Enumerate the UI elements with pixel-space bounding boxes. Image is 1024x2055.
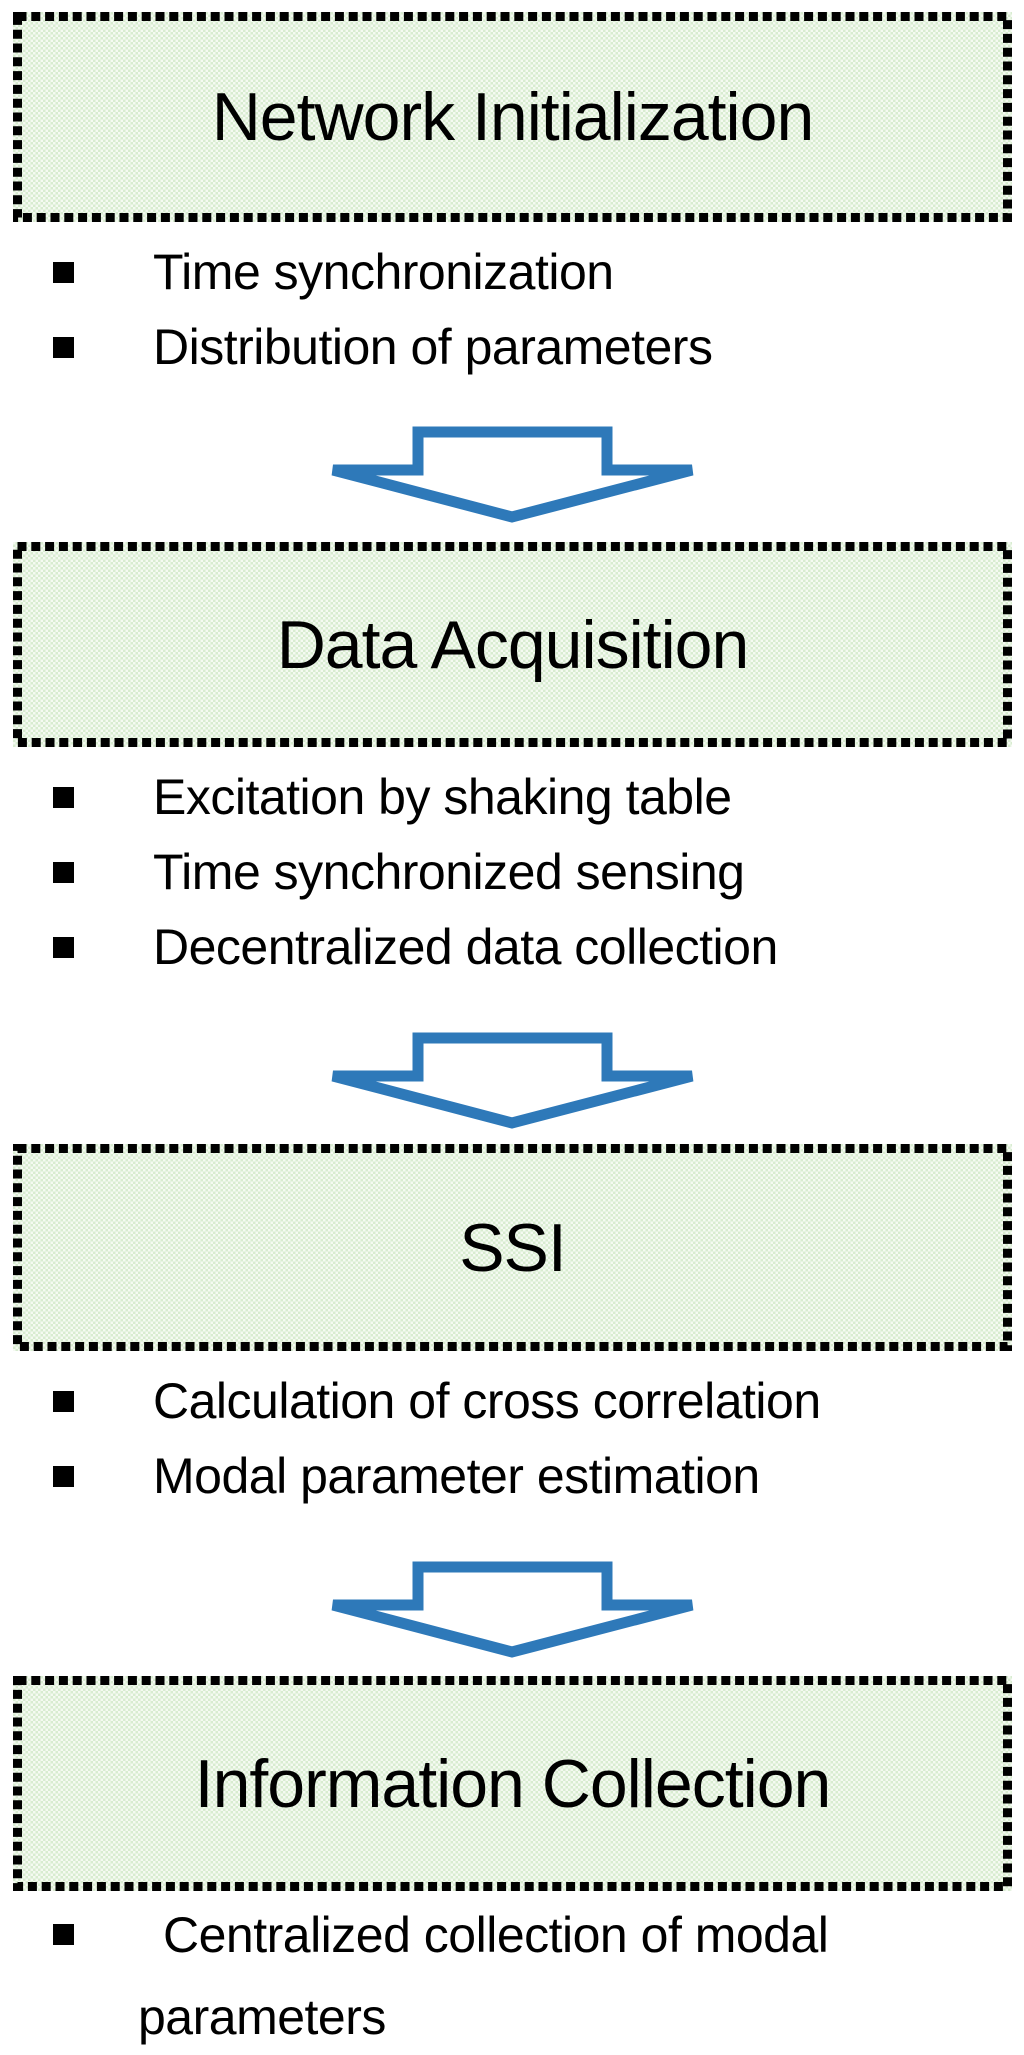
bullet-text: Distribution of parameters bbox=[153, 319, 713, 375]
bullet-item: Time synchronized sensing bbox=[0, 835, 1010, 910]
bullet-text: Centralized collection of modal paramete… bbox=[138, 1907, 829, 2045]
bullet-square-icon bbox=[53, 862, 74, 883]
bullet-list-stage-3: Calculation of cross correlation Modal p… bbox=[0, 1364, 1010, 1514]
bullet-square-icon bbox=[53, 1391, 74, 1412]
bullet-item: Calculation of cross correlation bbox=[0, 1364, 1010, 1439]
stage-title: Data Acquisition bbox=[276, 606, 750, 683]
bullet-list-stage-4: Centralized collection of modal paramete… bbox=[0, 1894, 1010, 2055]
stage-box-network-initialization: Network Initialization bbox=[13, 12, 1012, 222]
bullet-square-icon bbox=[53, 337, 74, 358]
bullet-square-icon bbox=[53, 1466, 74, 1487]
bullet-text: Time synchronization bbox=[153, 244, 614, 300]
bullet-text: Decentralized data collection bbox=[153, 919, 778, 975]
stage-box-information-collection: Information Collection bbox=[13, 1676, 1012, 1891]
bullet-square-icon bbox=[53, 937, 74, 958]
stage-box-data-acquisition: Data Acquisition bbox=[13, 542, 1012, 747]
bullet-text: Calculation of cross correlation bbox=[153, 1373, 821, 1429]
bullet-item: Decentralized data collection bbox=[0, 910, 1010, 985]
bullet-item: Excitation by shaking table bbox=[0, 760, 1010, 835]
bullet-list-stage-2: Excitation by shaking table Time synchro… bbox=[0, 760, 1010, 985]
down-arrow-icon bbox=[331, 1561, 694, 1658]
stage-title: Network Initialization bbox=[211, 79, 815, 155]
bullet-square-icon bbox=[53, 1924, 74, 1945]
bullet-item: Distribution of parameters bbox=[0, 310, 1010, 385]
bullet-square-icon bbox=[53, 262, 74, 283]
bullet-item: Time synchronization bbox=[0, 235, 1010, 310]
bullet-text: Excitation by shaking table bbox=[153, 769, 732, 825]
bullet-item: Modal parameter estimation bbox=[0, 1439, 1010, 1514]
bullet-square-icon bbox=[53, 787, 74, 808]
down-arrow-icon bbox=[331, 426, 694, 523]
down-arrow-icon bbox=[331, 1032, 694, 1129]
stage-title: Information Collection bbox=[194, 1745, 832, 1822]
bullet-item: Centralized collection of modal paramete… bbox=[0, 1894, 1010, 2055]
bullet-text: Modal parameter estimation bbox=[153, 1448, 760, 1504]
bullet-list-stage-1: Time synchronization Distribution of par… bbox=[0, 235, 1010, 385]
stage-title: SSI bbox=[459, 1209, 567, 1286]
stage-box-ssi: SSI bbox=[13, 1144, 1012, 1351]
bullet-text: Time synchronized sensing bbox=[153, 844, 745, 900]
